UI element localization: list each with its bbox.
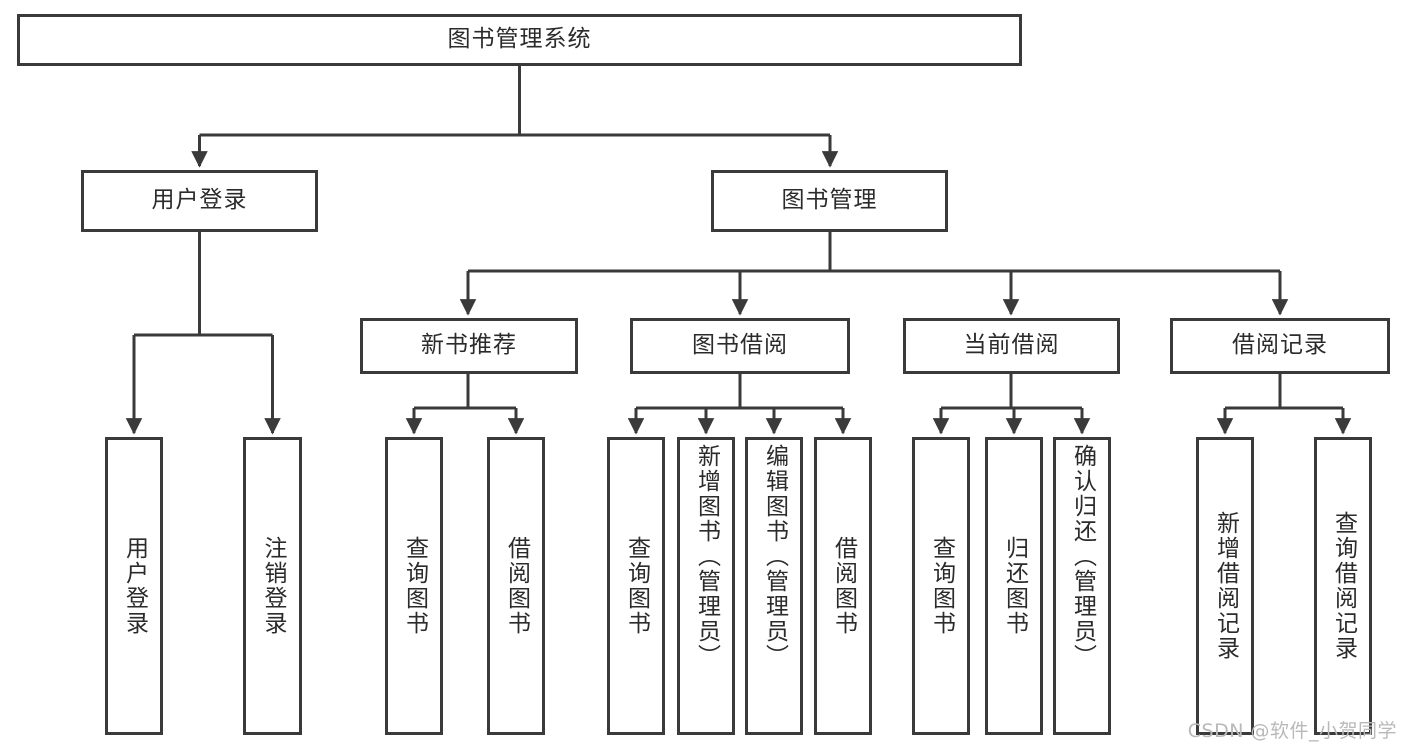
node-label: 注销登录 xyxy=(260,536,287,636)
node-book-manage[interactable]: 图书管理 xyxy=(711,170,948,232)
node-label: 借阅图书 xyxy=(830,536,857,636)
node-leaf-user-login[interactable]: 用户登录 xyxy=(105,437,163,735)
node-label: 图书管理 xyxy=(781,187,878,214)
node-label: 查询图书 xyxy=(928,536,955,636)
node-root-system[interactable]: 图书管理系统 xyxy=(17,14,1022,66)
node-label: 归还图书 xyxy=(1001,536,1028,636)
node-label: 用户登录 xyxy=(151,187,248,214)
node-new-book-recommend[interactable]: 新书推荐 xyxy=(360,318,578,374)
node-label: 借阅记录 xyxy=(1232,332,1328,359)
node-label: 查询图书 xyxy=(623,536,650,636)
node-label: 当前借阅 xyxy=(963,332,1060,359)
node-leaf-query-book-borrow[interactable]: 查询图书 xyxy=(607,437,665,735)
node-label: 用户登录 xyxy=(121,536,148,636)
node-user-login[interactable]: 用户登录 xyxy=(81,170,318,232)
node-leaf-add-borrow-record[interactable]: 新增借阅记录 xyxy=(1196,437,1254,735)
node-leaf-query-book-current[interactable]: 查询图书 xyxy=(912,437,970,735)
node-current-borrow[interactable]: 当前借阅 xyxy=(903,318,1120,374)
node-label: 新书推荐 xyxy=(421,332,517,359)
node-label: 编辑图书（管理员） xyxy=(761,444,788,669)
node-book-borrow[interactable]: 图书借阅 xyxy=(630,318,850,374)
node-label: 查询图书 xyxy=(401,536,428,636)
node-label: 图书管理系统 xyxy=(447,26,592,53)
node-leaf-borrow-book-recommend[interactable]: 借阅图书 xyxy=(487,437,545,735)
node-label: 图书借阅 xyxy=(692,332,788,359)
node-leaf-confirm-return-admin[interactable]: 确认归还（管理员） xyxy=(1053,437,1111,735)
node-label: 确认归还（管理员） xyxy=(1069,444,1096,669)
node-leaf-add-book-admin[interactable]: 新增图书（管理员） xyxy=(677,437,735,735)
node-leaf-borrow-book-borrow[interactable]: 借阅图书 xyxy=(814,437,872,735)
node-leaf-user-logout[interactable]: 注销登录 xyxy=(243,437,302,735)
node-label: 新增借阅记录 xyxy=(1212,511,1239,661)
node-leaf-return-book[interactable]: 归还图书 xyxy=(985,437,1043,735)
node-leaf-query-book-recommend[interactable]: 查询图书 xyxy=(385,437,443,735)
node-leaf-query-borrow-record[interactable]: 查询借阅记录 xyxy=(1314,437,1372,735)
node-label: 借阅图书 xyxy=(503,536,530,636)
node-label: 查询借阅记录 xyxy=(1330,511,1357,661)
node-borrow-record[interactable]: 借阅记录 xyxy=(1170,318,1390,374)
node-leaf-edit-book-admin[interactable]: 编辑图书（管理员） xyxy=(745,437,803,735)
node-label: 新增图书（管理员） xyxy=(693,444,720,669)
